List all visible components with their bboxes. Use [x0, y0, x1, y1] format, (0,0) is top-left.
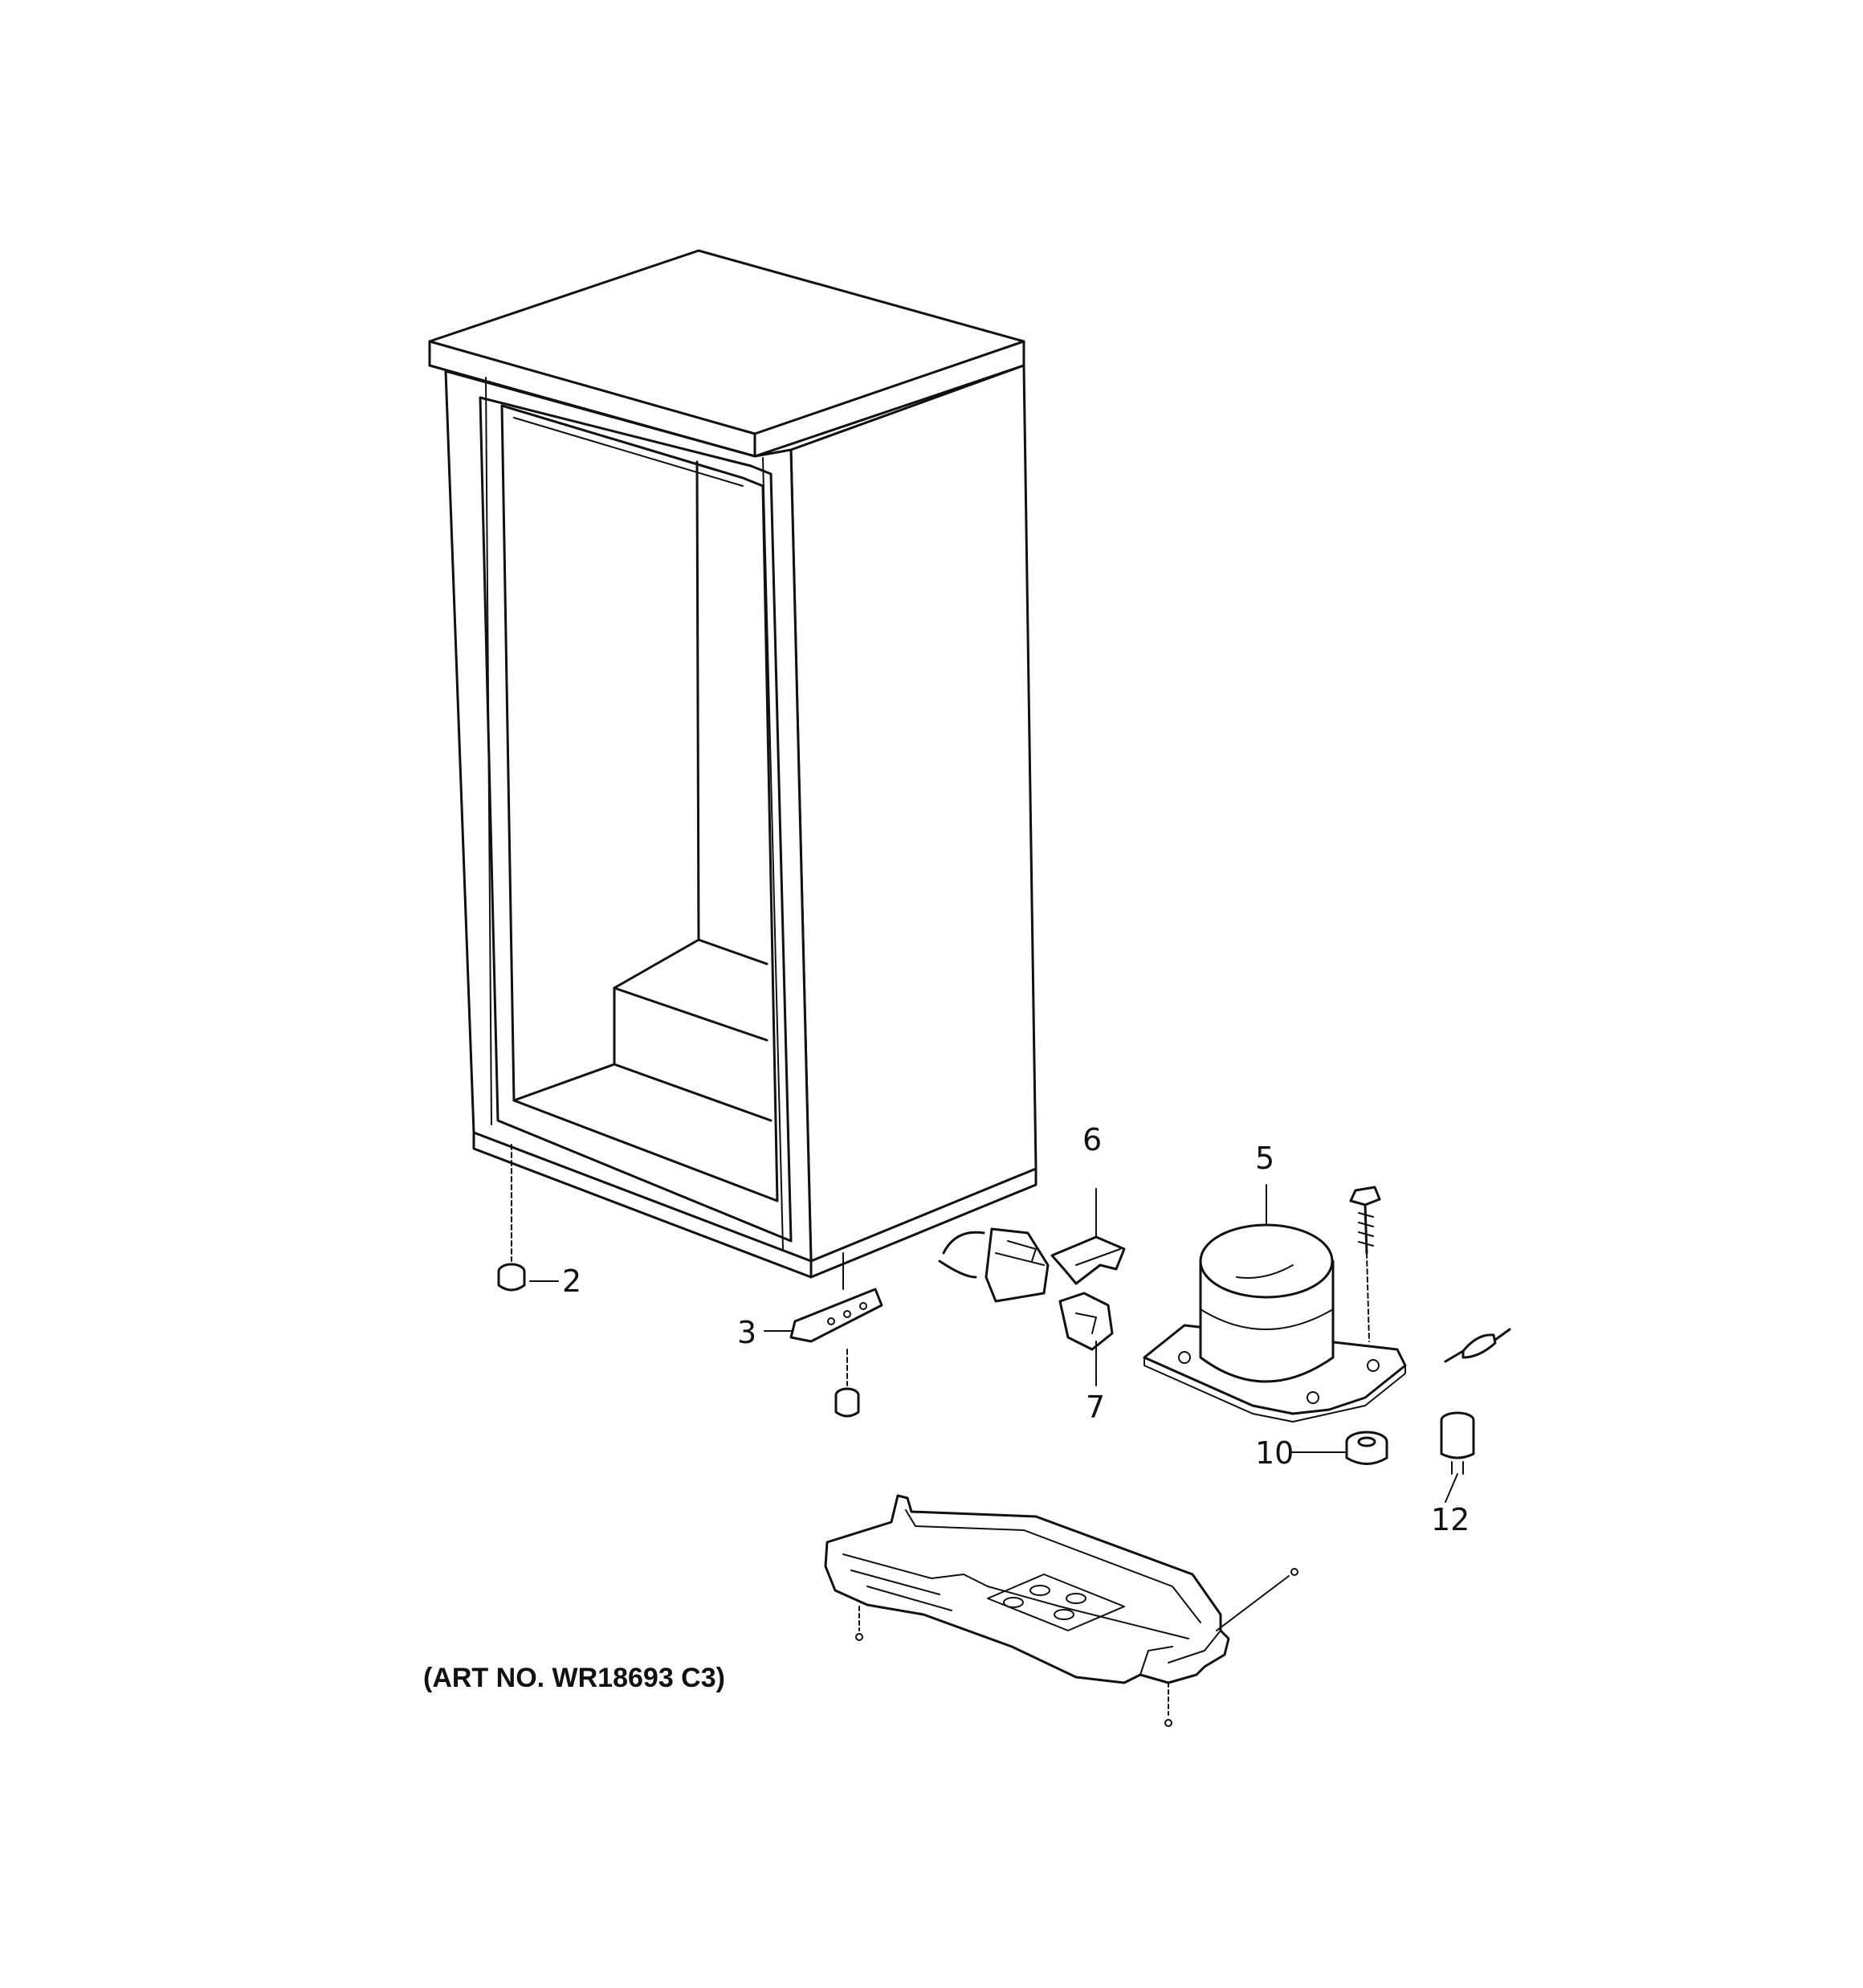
overload-protector: [1058, 1292, 1114, 1386]
leveling-leg-rear: [834, 1349, 860, 1418]
capacitor: [1440, 1411, 1475, 1503]
leveling-leg: [497, 1144, 559, 1292]
callout-6: 6: [1082, 1122, 1102, 1157]
callout-5: 5: [1255, 1141, 1274, 1176]
callout-7: 7: [1086, 1390, 1105, 1425]
cabinet: [428, 249, 1037, 1279]
hinge: [764, 1252, 883, 1343]
mounting-bolt: [1349, 1186, 1381, 1342]
relay-clip: [938, 1231, 985, 1279]
relay-cover: [1050, 1188, 1126, 1285]
callout-10: 10: [1255, 1435, 1294, 1471]
callout-2: 2: [562, 1263, 581, 1299]
art-number: (ART NO. WR18693 C3): [423, 1663, 725, 1693]
callout-3: 3: [737, 1315, 756, 1350]
compressor: [1143, 1184, 1407, 1423]
grommet: [1290, 1431, 1388, 1465]
callout-12: 12: [1431, 1502, 1470, 1537]
base-pan: [824, 1494, 1298, 1727]
relay-body: [984, 1227, 1050, 1303]
filter-drier: [1444, 1328, 1511, 1363]
